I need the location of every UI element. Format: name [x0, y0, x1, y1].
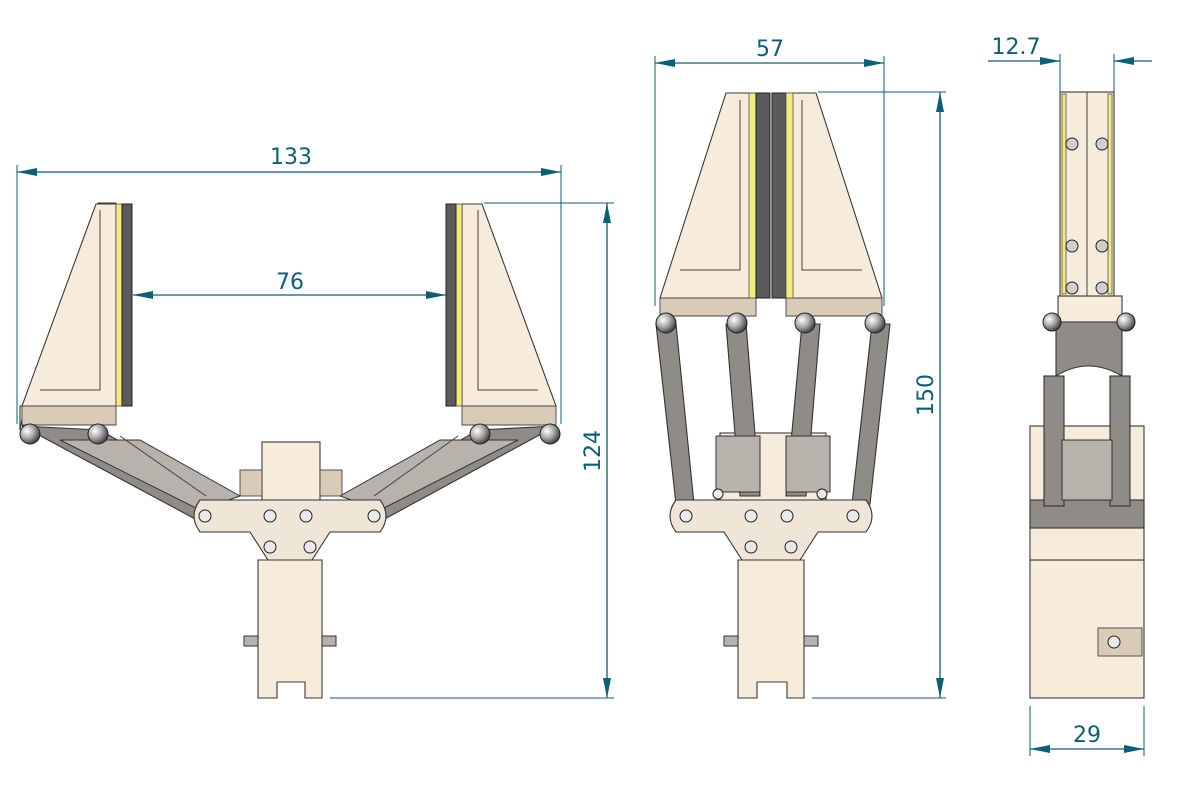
- height-closed-label: 150: [914, 374, 939, 416]
- front-closed-view: [655, 92, 891, 699]
- side-view: [1029, 91, 1145, 699]
- width-closed-label: 57: [756, 37, 784, 62]
- front-closed-dimensions: 57 150: [654, 37, 946, 699]
- height-open-label: 124: [581, 430, 606, 472]
- front-open-dimensions: 133 76 124: [16, 145, 614, 699]
- side-bottom-width-label: 29: [1073, 723, 1101, 748]
- gap-open-label: 76: [276, 270, 304, 295]
- width-open-label: 133: [270, 145, 312, 170]
- front-open-view: [19, 202, 561, 699]
- side-dimensions: 12.7 29: [988, 35, 1152, 756]
- side-top-width-label: 12.7: [992, 35, 1041, 60]
